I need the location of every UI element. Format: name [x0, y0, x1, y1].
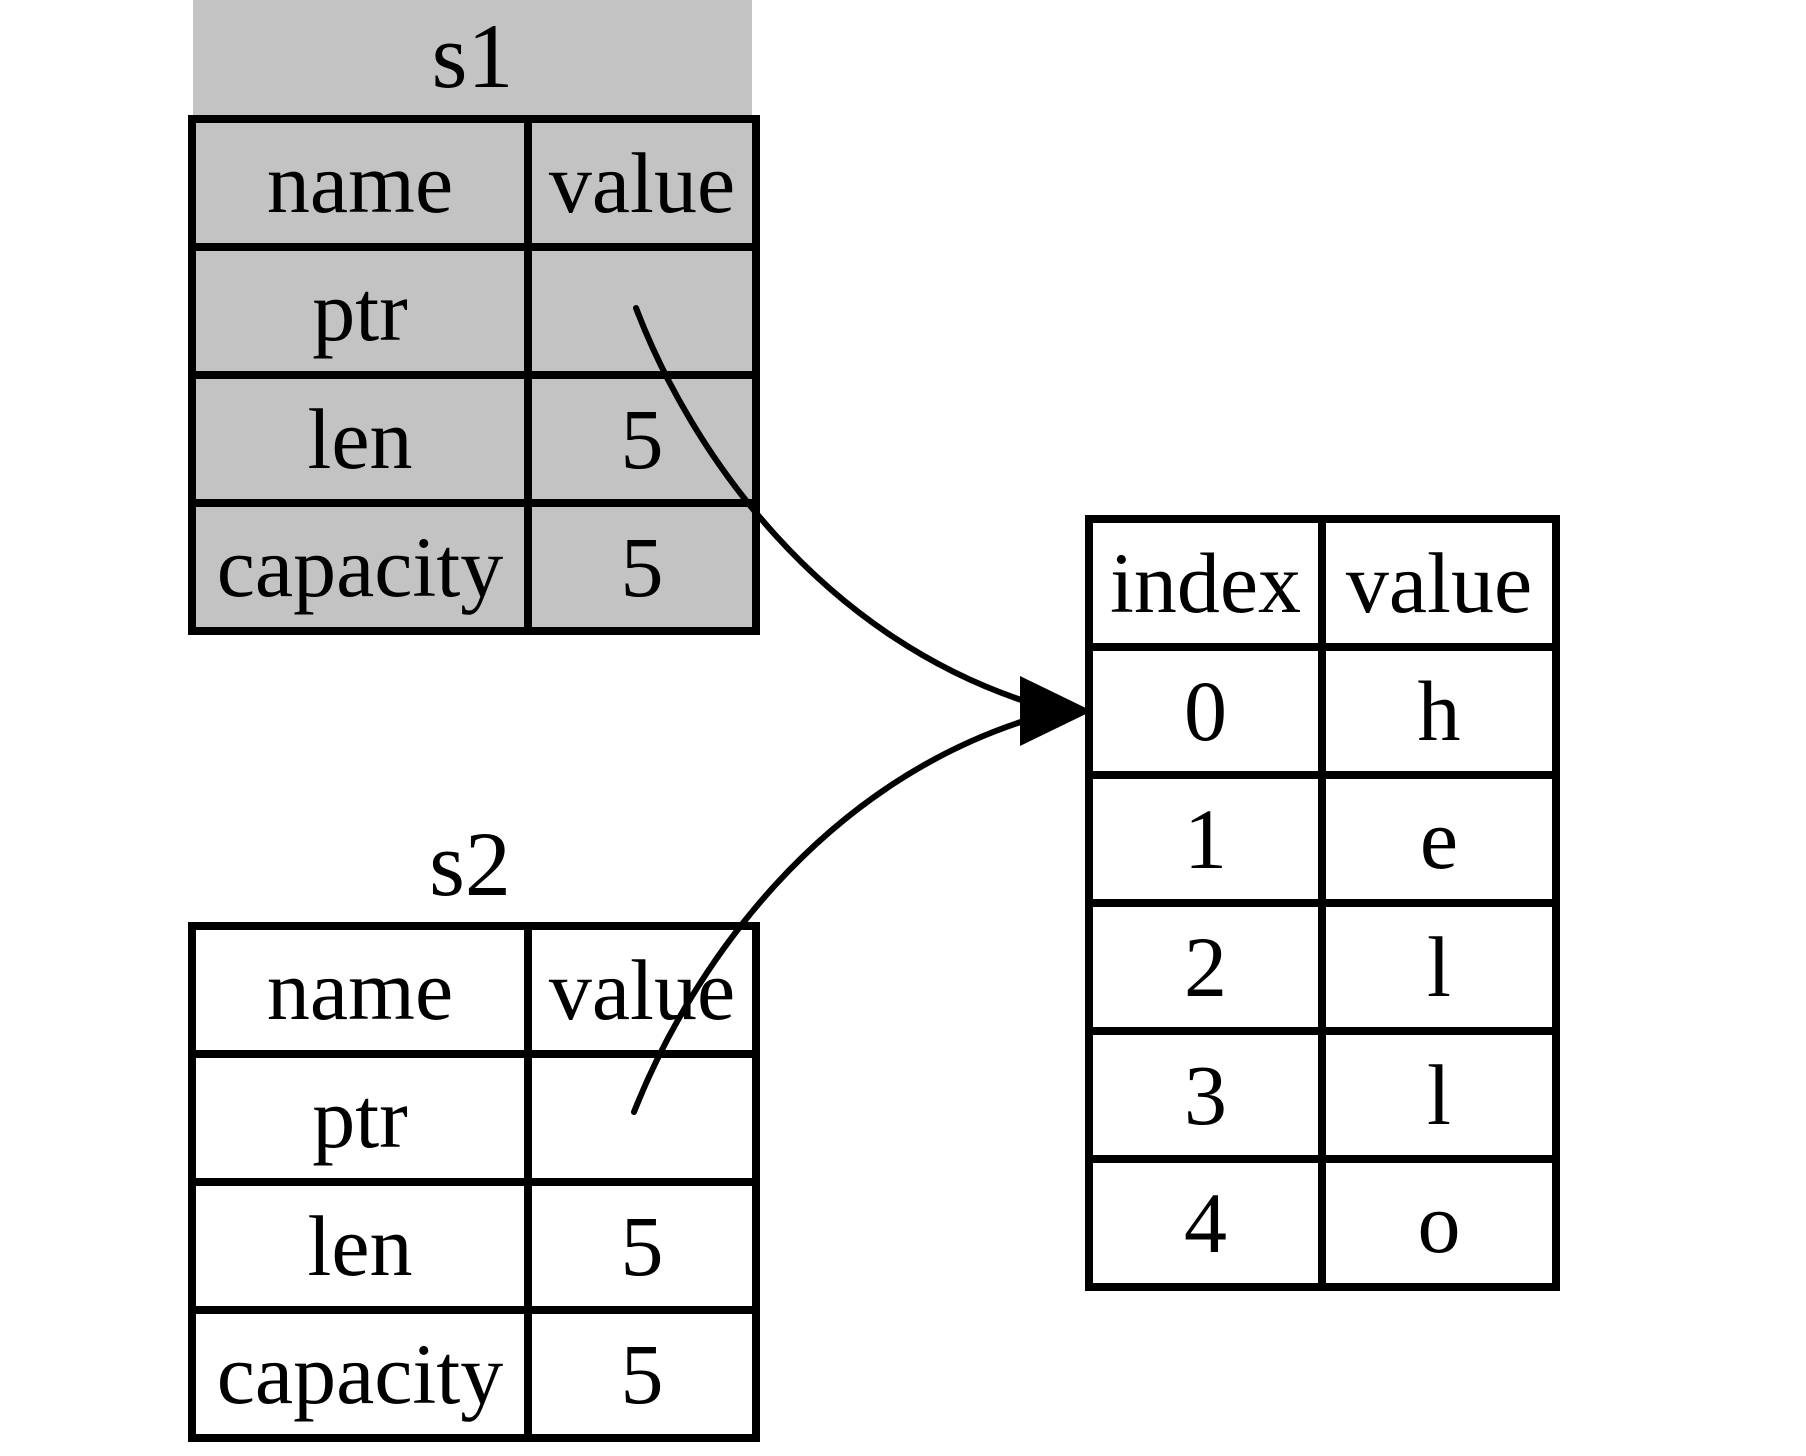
- s2-ptr-value-cell: [524, 1050, 760, 1186]
- s2-row-ptr: ptr: [188, 1050, 760, 1186]
- heap-row-1: 1 e: [1085, 771, 1560, 907]
- heap-value-cell-4: o: [1318, 1155, 1560, 1291]
- heap-value-cell-3: l: [1318, 1027, 1560, 1163]
- s1-title: s1: [431, 4, 514, 107]
- arrowhead-icon: [1020, 676, 1092, 746]
- heap-index-cell-2: 2: [1085, 899, 1326, 1035]
- s1-header-row: name value: [188, 115, 760, 251]
- s1-col-header-value: value: [524, 115, 760, 251]
- s1-capacity-name-cell: capacity: [188, 499, 532, 635]
- heap-buffer-table: index value 0 h 1 e 2 l 3 l 4 o: [1085, 515, 1560, 1291]
- heap-header-row: index value: [1085, 515, 1560, 651]
- heap-row-4: 4 o: [1085, 1155, 1560, 1291]
- s2-title: s2: [429, 813, 511, 915]
- heap-index-cell-3: 3: [1085, 1027, 1326, 1163]
- heap-value-cell-2: l: [1318, 899, 1560, 1035]
- s1-len-name-cell: len: [188, 371, 532, 507]
- s1-capacity-value-cell: 5: [524, 499, 760, 635]
- heap-col-header-index: index: [1085, 515, 1326, 651]
- s2-row-capacity: capacity 5: [188, 1306, 760, 1442]
- s2-title-wrap: s2: [188, 800, 752, 910]
- heap-index-cell-1: 1: [1085, 771, 1326, 907]
- s1-row-capacity: capacity 5: [188, 499, 760, 635]
- s2-struct-table: name value ptr len 5 capacity 5: [188, 922, 760, 1442]
- heap-row-3: 3 l: [1085, 1027, 1560, 1163]
- s1-struct-table: name value ptr len 5 capacity 5: [188, 115, 760, 635]
- heap-row-2: 2 l: [1085, 899, 1560, 1035]
- s1-len-value-cell: 5: [524, 371, 760, 507]
- s2-capacity-value-cell: 5: [524, 1306, 760, 1442]
- s1-row-len: len 5: [188, 371, 760, 507]
- s2-col-header-value: value: [524, 922, 760, 1058]
- s1-grayed-band: s1: [193, 0, 752, 119]
- s1-ptr-value-cell: [524, 243, 760, 379]
- heap-col-header-value: value: [1318, 515, 1560, 651]
- s2-len-name-cell: len: [188, 1178, 532, 1314]
- heap-value-cell-0: h: [1318, 643, 1560, 779]
- s2-ptr-name-cell: ptr: [188, 1050, 532, 1186]
- s2-col-header-name: name: [188, 922, 532, 1058]
- s2-capacity-name-cell: capacity: [188, 1306, 532, 1442]
- heap-value-cell-1: e: [1318, 771, 1560, 907]
- s1-ptr-name-cell: ptr: [188, 243, 532, 379]
- s1-row-ptr: ptr: [188, 243, 760, 379]
- heap-index-cell-4: 4: [1085, 1155, 1326, 1291]
- s1-col-header-name: name: [188, 115, 532, 251]
- s2-header-row: name value: [188, 922, 760, 1058]
- heap-index-cell-0: 0: [1085, 643, 1326, 779]
- heap-row-0: 0 h: [1085, 643, 1560, 779]
- s2-row-len: len 5: [188, 1178, 760, 1314]
- s2-len-value-cell: 5: [524, 1178, 760, 1314]
